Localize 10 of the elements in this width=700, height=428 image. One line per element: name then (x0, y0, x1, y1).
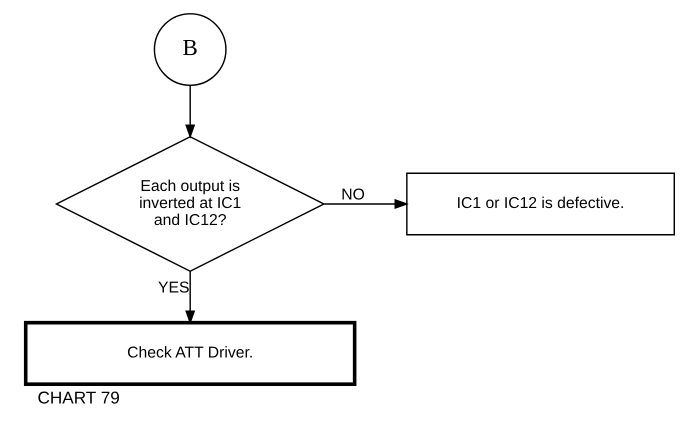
arrow (185, 85, 196, 139)
arrow (185, 271, 196, 325)
caption: CHART 79 (37, 388, 120, 408)
node-box: Check ATT Driver. (24, 320, 356, 386)
edge-label: YES (158, 280, 190, 297)
node-circle: B (154, 13, 227, 86)
edge-label: NO (341, 186, 365, 204)
arrow (324, 198, 409, 209)
node-box: IC1 or IC12 is defective. (406, 172, 675, 236)
node-diamond: Each output is inverted at IC1 and IC12? (54, 136, 326, 272)
